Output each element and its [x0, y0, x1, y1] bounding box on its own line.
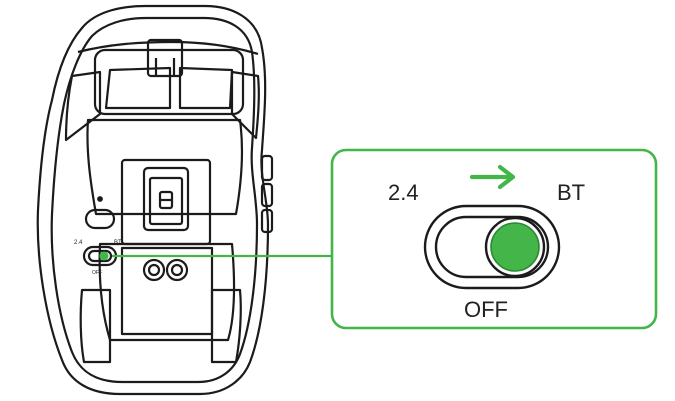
side-button-2 [260, 182, 274, 208]
sensor-lens [148, 176, 184, 226]
callout-label-24: 2.4 [388, 180, 419, 205]
bottom-foot-left [79, 288, 112, 364]
mouse-outline [36, 4, 270, 396]
top-feet-pad [93, 48, 245, 116]
callout-label-off: OFF [464, 297, 508, 322]
right-recess [230, 70, 260, 140]
mouse-switch-knob [99, 251, 109, 261]
mouse-label-24: 2.4 [74, 240, 83, 246]
middle-plate [86, 118, 244, 216]
side-button-3 [260, 208, 274, 234]
lower-plate [98, 242, 236, 342]
screw-right [165, 258, 189, 282]
top-button-line [77, 40, 259, 56]
side-button-1 [260, 154, 274, 182]
sensor-box [142, 166, 190, 232]
screw-left [142, 258, 166, 282]
mouse-label-off: OFF [92, 270, 102, 276]
sensor-window [120, 158, 212, 246]
bottom-foot-right [210, 288, 242, 364]
profile-button [84, 208, 116, 230]
center-notch [146, 38, 184, 78]
mouse-inner-outline [50, 16, 259, 384]
callout-label-bt: BT [557, 180, 585, 205]
mouse-body [36, 4, 274, 396]
mouse-label-bt: BT [114, 240, 122, 246]
power-switch-knob [490, 222, 540, 272]
arrow-right-icon [469, 164, 516, 190]
